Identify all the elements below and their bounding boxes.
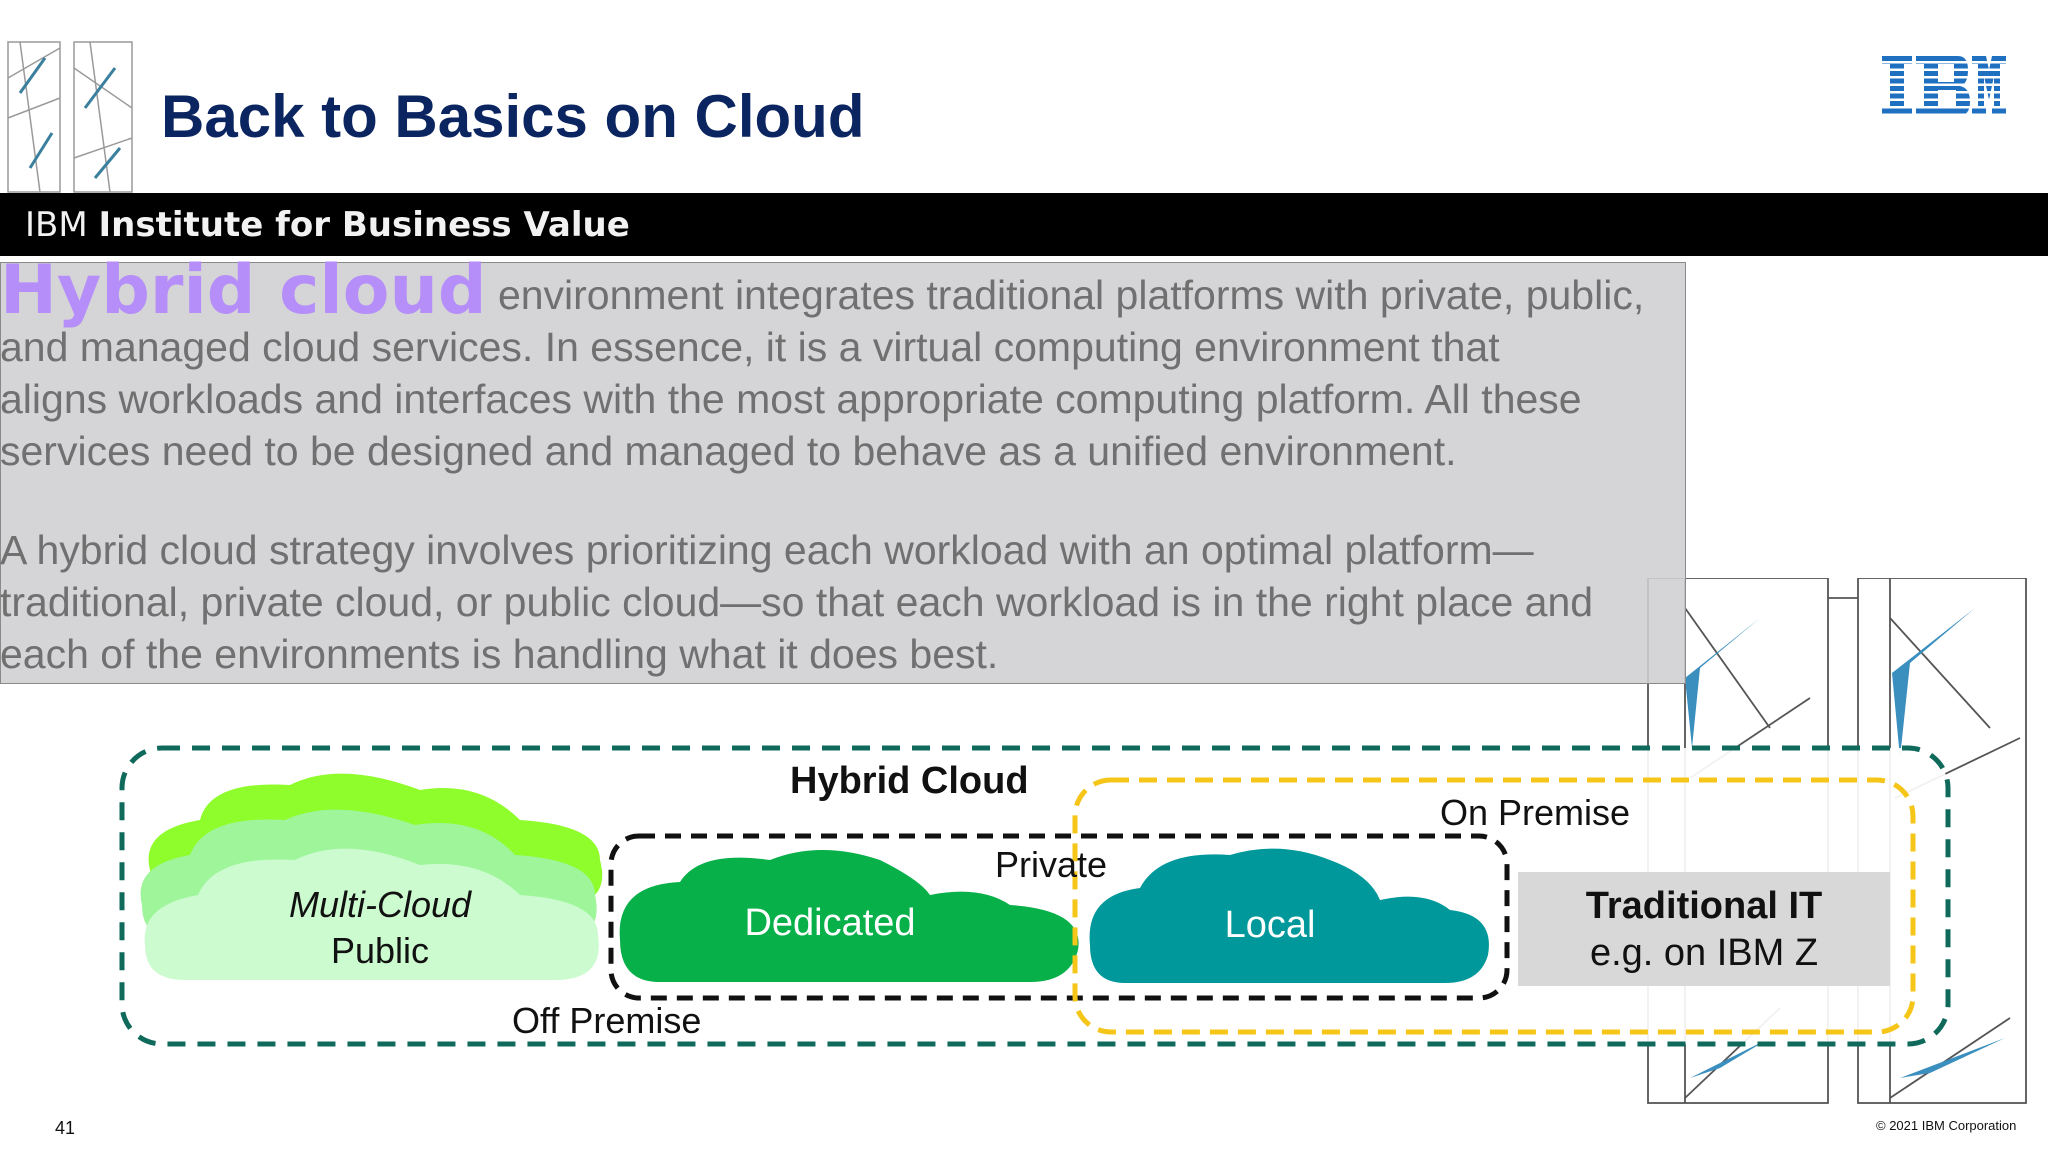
intro-line-1: Hybrid cloud environment integrates trad… xyxy=(0,257,1700,325)
page-number: 41 xyxy=(55,1118,76,1138)
multi-cloud-icon xyxy=(140,773,603,980)
banner-bar xyxy=(0,193,2048,256)
hybrid-cloud-label: Hybrid Cloud xyxy=(790,760,1029,802)
intro-line-2: and managed cloud services. In essence, … xyxy=(0,324,1500,370)
dedicated-cloud-icon xyxy=(619,850,1079,982)
ibm-logo xyxy=(1882,56,2006,116)
on-premise-boundary xyxy=(1072,777,1916,1035)
private-label: Private xyxy=(995,844,1108,885)
multi-cloud-label: Multi-Cloud xyxy=(288,884,472,925)
intro-line-4: services need to be designed and managed… xyxy=(0,428,1457,474)
traditional-it-example: e.g. on IBM Z xyxy=(1589,932,1819,974)
intro-text-box xyxy=(0,262,1686,684)
intro-line-1-text: environment integrates traditional platf… xyxy=(497,272,1645,318)
hybrid-cloud-heading: Hybrid cloud xyxy=(0,251,487,330)
strategy-line-3: each of the environments is handling wha… xyxy=(0,631,999,677)
banner-label: Institute for Business Value xyxy=(98,205,630,245)
page-title: Back to Basics on Cloud xyxy=(161,83,865,150)
private-boundary xyxy=(608,833,1510,1001)
local-label: Local xyxy=(1224,904,1316,946)
copyright-notice: © 2021 IBM Corporation xyxy=(1876,1118,2017,1133)
mainframe-illustration-top xyxy=(7,41,133,193)
dedicated-label: Dedicated xyxy=(744,902,916,944)
hybrid-cloud-diagram xyxy=(119,745,1951,1047)
banner-prefix: IBM xyxy=(25,205,88,245)
traditional-it-label: Traditional IT xyxy=(1585,885,1823,927)
strategy-line-1: A hybrid cloud strategy involves priorit… xyxy=(0,527,1534,573)
intro-paragraph-2: A hybrid cloud strategy involves priorit… xyxy=(0,524,1700,680)
local-cloud-icon xyxy=(1089,848,1489,983)
traditional-it-box xyxy=(1518,872,1890,986)
intro-line-3: aligns workloads and interfaces with the… xyxy=(0,376,1582,422)
strategy-line-2: traditional, private cloud, or public cl… xyxy=(0,579,1594,625)
off-premise-label: Off Premise xyxy=(512,1000,702,1041)
intro-paragraph-1: Hybrid cloud environment integrates trad… xyxy=(0,257,1700,477)
public-label: Public xyxy=(330,930,430,971)
banner-title: IBM Institute for Business Value xyxy=(25,205,630,245)
on-premise-label: On Premise xyxy=(1440,792,1631,833)
